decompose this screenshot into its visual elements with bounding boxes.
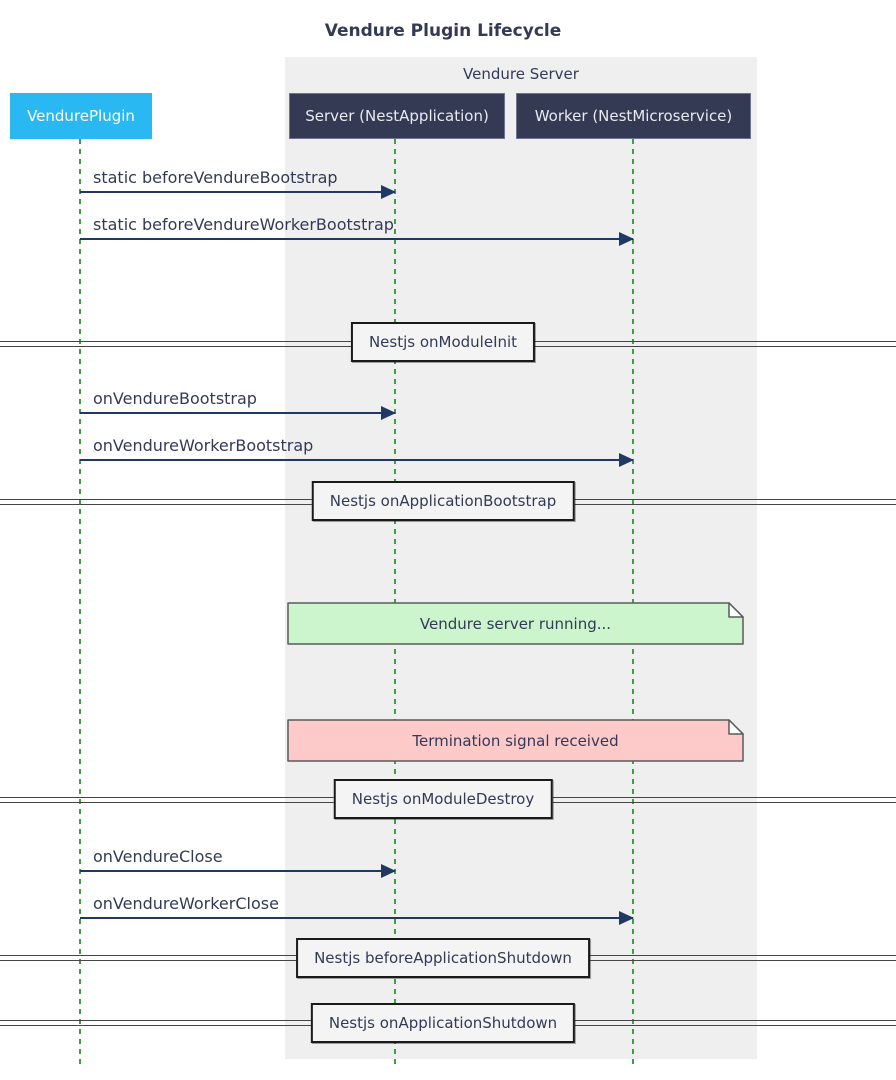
message-on-vendure-worker-close: onVendureWorkerClose [80,894,634,925]
divider-on-application-bootstrap: Nestjs onApplicationBootstrap [311,481,575,521]
group-label: Vendure Server [463,65,579,83]
actor-label: VendurePlugin [27,107,135,125]
note-label: Vendure server running... [419,614,612,633]
arrowhead-icon [619,911,634,925]
message-label: onVendureWorkerBootstrap [93,436,314,455]
divider-on-module-init: Nestjs onModuleInit [350,322,536,362]
message-on-vendure-close: onVendureClose [80,847,396,878]
message-arrow [80,185,396,199]
lifeline-vendure-plugin [79,139,81,1067]
divider-on-module-destroy: Nestjs onModuleDestroy [333,779,553,819]
divider-on-application-shutdown: Nestjs onApplicationShutdown [310,1003,576,1043]
message-arrow [80,864,396,878]
message-arrow [80,232,634,246]
diagram-title: Vendure Plugin Lifecycle [324,21,562,41]
message-on-vendure-bootstrap: onVendureBootstrap [80,389,396,420]
divider-before-application-shutdown: Nestjs beforeApplicationShutdown [296,938,590,978]
note-shape [287,602,744,645]
message-label: onVendureWorkerClose [93,894,279,913]
message-arrow [80,406,396,420]
message-label: onVendureBootstrap [93,389,257,408]
actor-label: Server (NestApplication) [305,107,489,125]
message-static-before-vendure-bootstrap: static beforeVendureBootstrap [80,168,396,199]
actor-label: Worker (NestMicroservice) [534,107,733,125]
actor-vendure-plugin: VendurePlugin [10,93,152,139]
arrowhead-icon [619,232,634,246]
actor-server: Server (NestApplication) [289,93,505,139]
message-label: static beforeVendureBootstrap [93,168,338,187]
message-on-vendure-worker-bootstrap: onVendureWorkerBootstrap [80,436,634,467]
note-shape [287,719,744,762]
arrowhead-icon [381,185,396,199]
group-vendure-server: Vendure Server [285,57,757,1059]
message-static-before-vendure-worker-bootstrap: static beforeVendureWorkerBootstrap [80,215,634,246]
message-label: static beforeVendureWorkerBootstrap [93,215,394,234]
note-vendure-server-running: Vendure server running... [287,602,744,645]
message-arrow [80,911,634,925]
arrowhead-icon [619,453,634,467]
message-arrow [80,453,634,467]
actor-worker: Worker (NestMicroservice) [516,93,751,139]
note-termination-signal-received: Termination signal received [287,719,744,762]
arrowhead-icon [381,864,396,878]
note-label: Termination signal received [412,731,619,750]
message-label: onVendureClose [93,847,223,866]
arrowhead-icon [381,406,396,420]
